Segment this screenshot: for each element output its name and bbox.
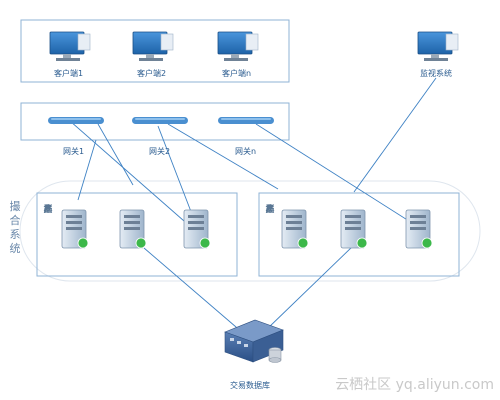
monitor-system-label: 监视系统 bbox=[420, 69, 452, 78]
server-icon bbox=[281, 209, 309, 249]
cluster-a-char: 群 bbox=[43, 205, 53, 215]
database-server-icon bbox=[224, 319, 284, 363]
cluster-a-box bbox=[36, 192, 238, 277]
monitor-icon bbox=[49, 31, 91, 61]
gateway-icon bbox=[132, 117, 188, 124]
cluster-n-char: 产 bbox=[265, 205, 275, 215]
monitor-icon bbox=[132, 31, 174, 61]
cluster-a-char: 产 bbox=[43, 205, 53, 215]
database-label: 交易数据库 bbox=[230, 381, 270, 390]
matching-system-label: 撮合系统 bbox=[9, 200, 21, 255]
client-label-n: 客户端n bbox=[222, 69, 252, 78]
cluster-n-char: 集 bbox=[265, 205, 275, 215]
link-serverA2-database bbox=[143, 247, 244, 334]
cluster-a-char: 集 bbox=[43, 205, 53, 215]
link-monitor-clusterN bbox=[353, 77, 437, 193]
server-icon bbox=[119, 209, 147, 249]
cluster-a-char: A bbox=[44, 205, 52, 215]
gateway-label-2: 网关2 bbox=[149, 147, 171, 156]
monitor-icon bbox=[417, 31, 459, 61]
cluster-a-char: 品 bbox=[43, 205, 53, 215]
link-gateway1-serverA3 bbox=[69, 120, 201, 236]
cluster-n-char: 品 bbox=[265, 205, 275, 215]
gateway-label-1: 网关1 bbox=[63, 147, 85, 156]
link-serverN2-database bbox=[265, 245, 354, 331]
cluster-n-char: N bbox=[266, 205, 274, 215]
client-label-1: 客户端1 bbox=[54, 69, 84, 78]
monitor-icon bbox=[217, 31, 259, 61]
server-icon bbox=[183, 209, 211, 249]
gateway-icon bbox=[218, 117, 274, 124]
client-label-2: 客户端2 bbox=[137, 69, 167, 78]
gateway-icon bbox=[48, 117, 104, 124]
clients-box bbox=[20, 19, 290, 83]
connection-lines bbox=[69, 77, 437, 334]
watermark: 云栖社区 yq.aliyun.com bbox=[335, 377, 494, 393]
matching-system-outline bbox=[19, 180, 481, 282]
server-icon bbox=[340, 209, 368, 249]
gateway-label-n: 网关n bbox=[235, 147, 257, 156]
gateways-box bbox=[20, 102, 290, 141]
server-icon bbox=[405, 209, 433, 249]
cluster-n-box bbox=[258, 192, 460, 277]
link-gateway2-clusterN bbox=[167, 123, 279, 190]
cluster-n-char: 群 bbox=[265, 205, 275, 215]
link-gatewayn-serverN3 bbox=[255, 123, 421, 229]
link-gateway1-clusterA-top bbox=[97, 123, 134, 186]
server-icon bbox=[61, 209, 89, 249]
link-serverA1-gateway bbox=[77, 139, 97, 201]
